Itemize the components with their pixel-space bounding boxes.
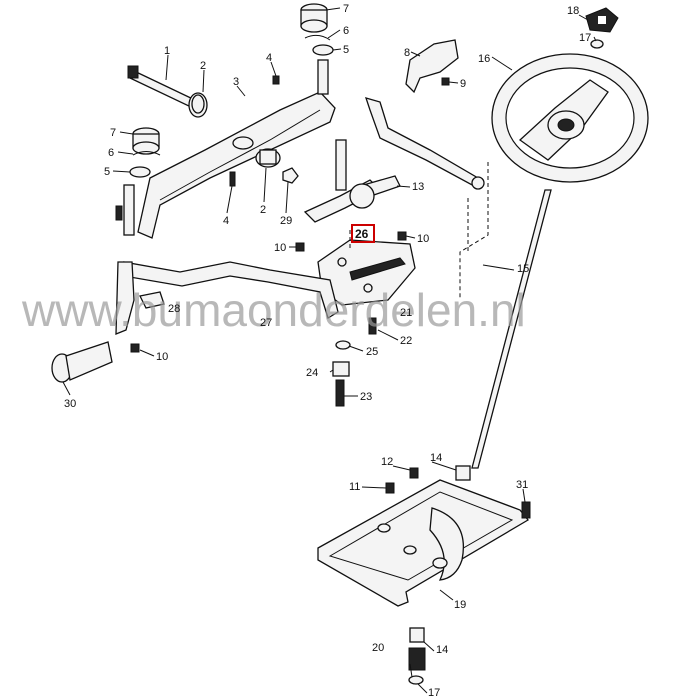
bolt-10-right [397,231,407,241]
steering-pivot-29 [303,175,401,223]
nut-11-a [385,482,395,494]
callout-22: 22 [400,335,412,347]
callout-10-left: 10 [274,242,286,254]
callout-21: 21 [400,307,412,319]
cap-17-bottom [408,675,424,685]
callout-7-left: 7 [110,127,116,139]
callout-14-top: 14 [430,452,442,464]
callout-17-top: 17 [579,32,591,44]
callout-29: 29 [280,215,292,227]
front-axle-beam [137,91,336,239]
callout-24: 24 [306,367,318,379]
front-spindle-30 [51,341,113,383]
bushing-2-lower [255,148,281,168]
callout-3: 3 [233,76,239,88]
spindle-28 [115,261,165,335]
bolt-10-left [295,242,305,252]
tie-rod-27 [123,261,339,319]
steering-wheel-16 [491,53,649,183]
spindle-left [115,184,135,236]
spindle-cap-7-left [132,127,160,155]
bolt-10-lower [130,343,140,353]
bolt-12 [409,467,419,479]
drag-link-13 [364,97,485,190]
bracket-8 [405,39,459,94]
callout-4-lower: 4 [223,215,229,227]
bolt-31 [521,501,531,519]
callout-15: 15 [517,263,529,275]
callout-2-lower: 2 [260,204,266,216]
callout-1: 1 [164,45,170,57]
emblem-18 [585,7,619,33]
callout-7: 7 [343,3,349,15]
callout-9: 9 [460,78,466,90]
callout-2: 2 [200,60,206,72]
clip-6-left [132,151,161,156]
callout-19: 19 [454,599,466,611]
callout-18: 18 [567,5,579,17]
highlight-box [351,224,375,243]
callout-27: 27 [260,317,272,329]
steering-shaft-15 [471,189,552,469]
callout-20: 20 [372,642,384,654]
callout-23: 23 [360,391,372,403]
nut-29 [282,167,299,184]
mounting-plate-19 [317,479,529,607]
callout-10-lower: 10 [156,351,168,363]
callout-10-right: 10 [417,233,429,245]
bushing-24 [332,361,350,377]
bolt-4-upper [272,75,280,85]
callout-28: 28 [168,303,180,315]
callout-8: 8 [404,47,410,59]
callout-4: 4 [266,52,272,64]
callout-30: 30 [64,398,76,410]
leader-lines [62,7,597,694]
washer-5-right [312,44,334,56]
callout-11-left: 11 [349,481,360,493]
cap-17-top [590,39,604,49]
sector-gear-21 [317,239,416,306]
callout-17-bottom: 17 [428,687,440,699]
callout-6-left: 6 [108,147,114,159]
callout-12: 12 [381,456,393,468]
clip-6-right [304,34,331,41]
callout-14-bottom: 14 [436,644,448,656]
bolt-4-lower [229,171,236,187]
washer-5-left [129,166,151,178]
washer-25 [335,340,351,350]
spindle-shaft-right [317,59,347,191]
spindle-cap-7-right [300,3,328,33]
callout-6: 6 [343,25,349,37]
pinion-gear-20 [408,647,426,671]
callout-31: 31 [516,479,528,491]
callout-5-left: 5 [104,166,110,178]
guide-line-1 [459,162,489,300]
bolt-22 [368,317,377,335]
watermark-text: www.bumaonderdelen.nl [21,284,526,336]
callout-26: 26 [355,227,369,241]
nut-9 [441,77,450,86]
bushing-14-top [455,465,471,481]
bushing-14-bottom [409,627,425,643]
callout-25: 25 [366,346,378,358]
bolt-23 [335,379,345,407]
callout-5: 5 [343,44,349,56]
bushing-2-upper [191,94,205,114]
callout-13: 13 [412,181,424,193]
callout-16: 16 [478,53,490,65]
